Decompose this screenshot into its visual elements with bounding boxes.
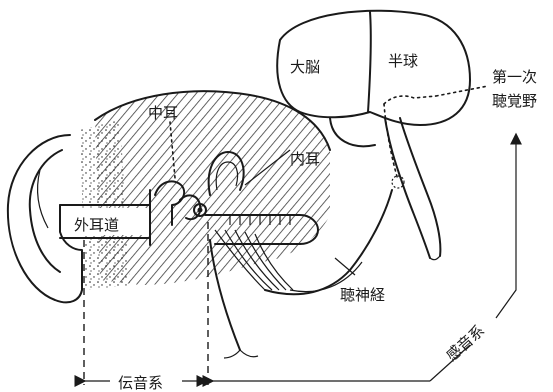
label-external-auditory-canal: 外耳道 [74,216,119,234]
label-conductive-system: 伝音系 [118,374,163,392]
label-primary-auditory-cortex-2: 聴覚野 [492,92,537,110]
label-sensorineural-system: 感音系 [443,321,488,364]
label-inner-ear: 内耳 [290,150,320,168]
label-auditory-nerve: 聴神経 [340,286,385,304]
label-cerebrum: 大脳 [290,58,320,76]
label-hemisphere: 半球 [388,52,418,70]
label-middle-ear: 中耳 [148,104,178,122]
label-primary-auditory-cortex-1: 第一次 [492,68,537,86]
